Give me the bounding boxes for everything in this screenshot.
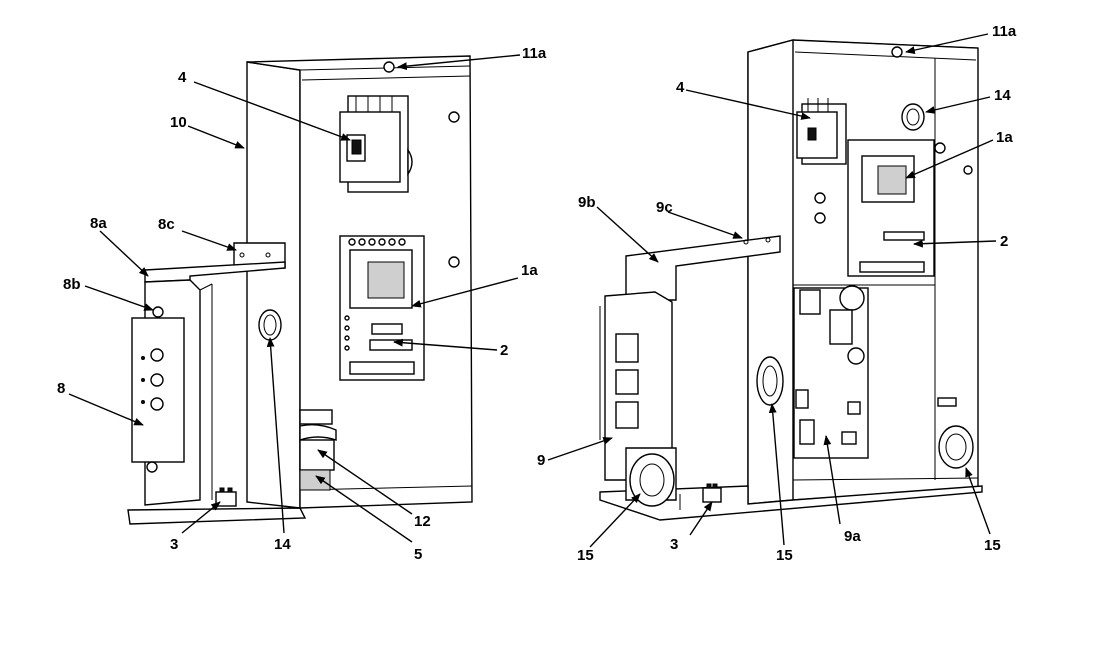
callout-8a: 8a (90, 215, 107, 232)
callout-9: 9 (537, 452, 545, 469)
callout-15-bottom: 15 (577, 547, 594, 564)
callout-2-right: 2 (1000, 233, 1008, 250)
left-callouts: 11a 4 10 8a 8c 8b 1a 2 8 14 12 3 5 (57, 45, 547, 563)
callout-9b: 9b (578, 194, 596, 211)
callout-9a: 9a (844, 528, 861, 545)
callout-9c: 9c (656, 199, 673, 216)
callout-8c: 8c (158, 216, 175, 233)
right-grommet-14 (901, 103, 925, 131)
left-top-screw (383, 61, 395, 73)
callout-11a-left: 11a (522, 45, 547, 62)
right-lower-board (793, 285, 869, 459)
left-unit-drawing (127, 55, 473, 525)
left-connector (215, 491, 237, 507)
left-cabinet-side (246, 61, 301, 509)
right-grommet-side (938, 425, 974, 469)
callout-3-left: 3 (170, 536, 178, 553)
callout-1a-right: 1a (996, 129, 1013, 146)
right-connector (702, 487, 722, 503)
leader-lines (68, 33, 997, 548)
right-unit-drawing (599, 39, 983, 521)
callout-15-center: 15 (776, 547, 793, 564)
callout-1a-left: 1a (521, 262, 538, 279)
right-grommet-center (756, 356, 784, 406)
left-base-plate (127, 507, 307, 525)
right-base-plate (599, 485, 983, 521)
right-callouts: 11a 4 14 1a 9b 9c 2 9 15 3 15 9a 15 (537, 23, 1017, 564)
callout-11a-right: 11a (992, 23, 1017, 40)
right-grommet-bottom (629, 453, 675, 507)
left-screw-1 (448, 111, 460, 123)
callout-3-right: 3 (670, 536, 678, 553)
left-faceplate (131, 317, 185, 463)
left-screw-8b (152, 306, 164, 318)
left-motor-assembly (299, 409, 337, 491)
left-relay-component (339, 95, 413, 193)
right-control-board (847, 139, 973, 277)
left-screw-2 (448, 256, 460, 268)
callout-14-left: 14 (274, 536, 291, 553)
callout-2-left: 2 (500, 342, 508, 359)
callout-5: 5 (414, 546, 422, 563)
callout-15-side: 15 (984, 537, 1001, 554)
callout-4-right: 4 (676, 79, 685, 96)
left-control-board (339, 235, 425, 381)
right-relay-component (796, 98, 847, 165)
callout-4-left: 4 (178, 69, 187, 86)
callout-12: 12 (414, 513, 431, 530)
callout-8: 8 (57, 380, 65, 397)
callout-10: 10 (170, 114, 187, 131)
callout-8b: 8b (63, 276, 81, 293)
callout-14-right: 14 (994, 87, 1011, 104)
